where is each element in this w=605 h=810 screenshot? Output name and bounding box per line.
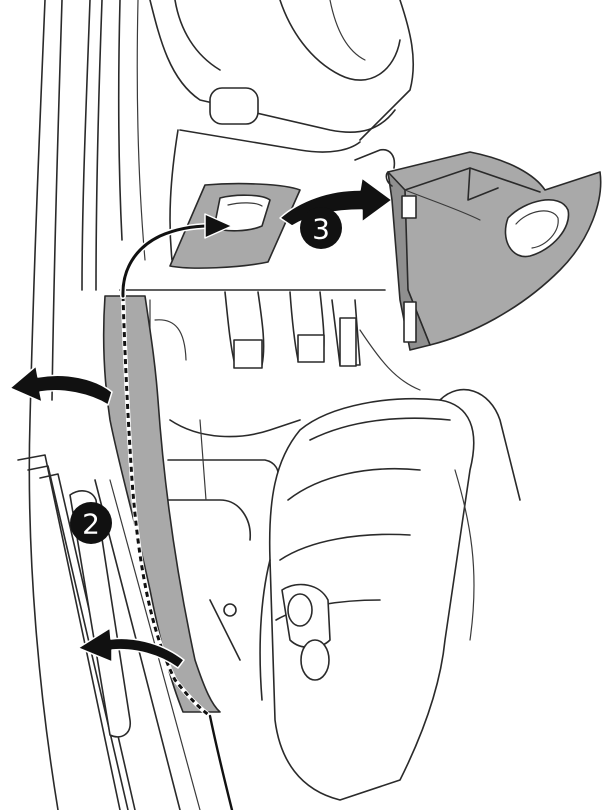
step-badge-3: 3 <box>300 207 342 249</box>
curved-arrow-icon <box>10 366 112 405</box>
step-number-3: 3 <box>312 213 330 246</box>
front-seat <box>260 390 520 800</box>
removed-cover <box>386 152 600 350</box>
step-number-2: 2 <box>82 508 100 541</box>
pedals <box>120 290 420 390</box>
step-badge-2: 2 <box>70 502 112 544</box>
